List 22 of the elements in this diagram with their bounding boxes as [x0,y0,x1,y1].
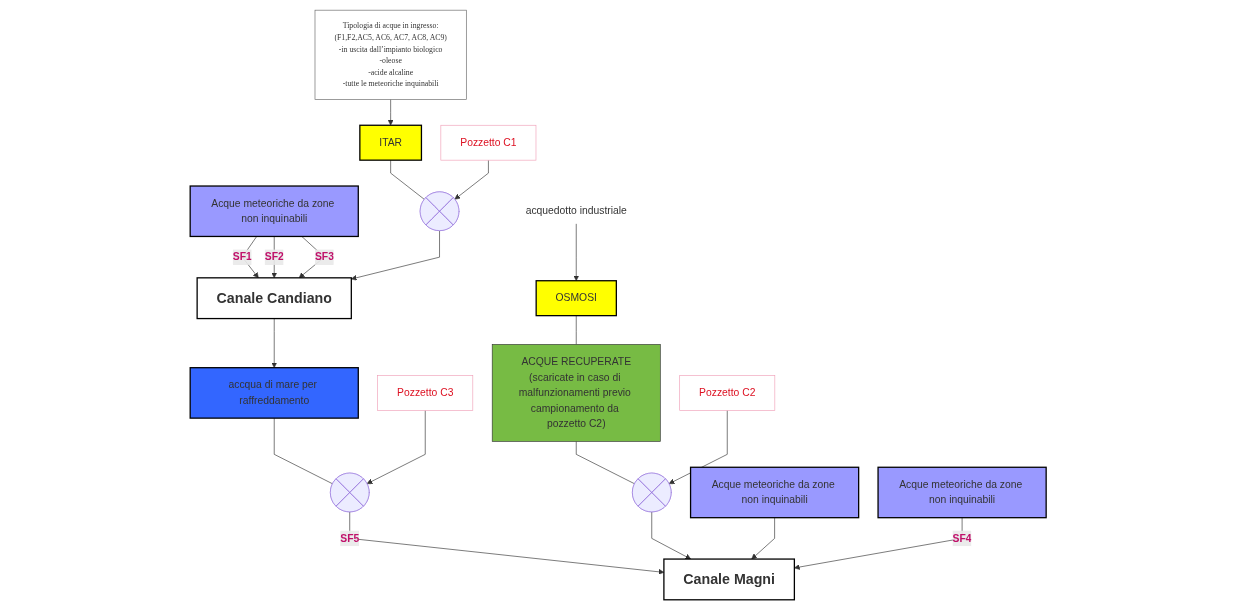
edge-label: SF2 [264,251,284,263]
node-box: Pozzetto C3 [377,375,473,411]
edge-label: SF1 [232,251,252,263]
node-box: accqua di mare per raffreddamento [189,367,359,419]
node-box: Acque meteoriche da zone non inquinabili [689,466,860,519]
node-box: Canale Candiano [196,277,352,320]
connector [390,159,425,200]
node-box: Canale Magni [663,558,795,601]
node-box: Acque meteoriche da zone non inquinabili [877,466,1047,519]
edge-label: SF5 [340,532,360,544]
node-box: ITAR [359,124,422,161]
node-box: Pozzetto C1 [440,124,537,161]
node-box: ACQUE RECUPERATE (scaricate in caso di malfunzionamenti previo campionamento da pozzetto C2) [491,344,661,442]
node-box: Pozzetto C2 [679,375,775,411]
connector [575,315,577,345]
node-box: Acque meteoriche da zone non inquinabili [189,185,359,238]
node-text: acquedotto industriale [525,205,627,217]
connector [575,441,635,485]
node-box: OSMOSI [535,280,617,317]
edge-label: SF4 [952,532,972,544]
connector [273,417,333,485]
edge-label: SF3 [314,251,334,263]
